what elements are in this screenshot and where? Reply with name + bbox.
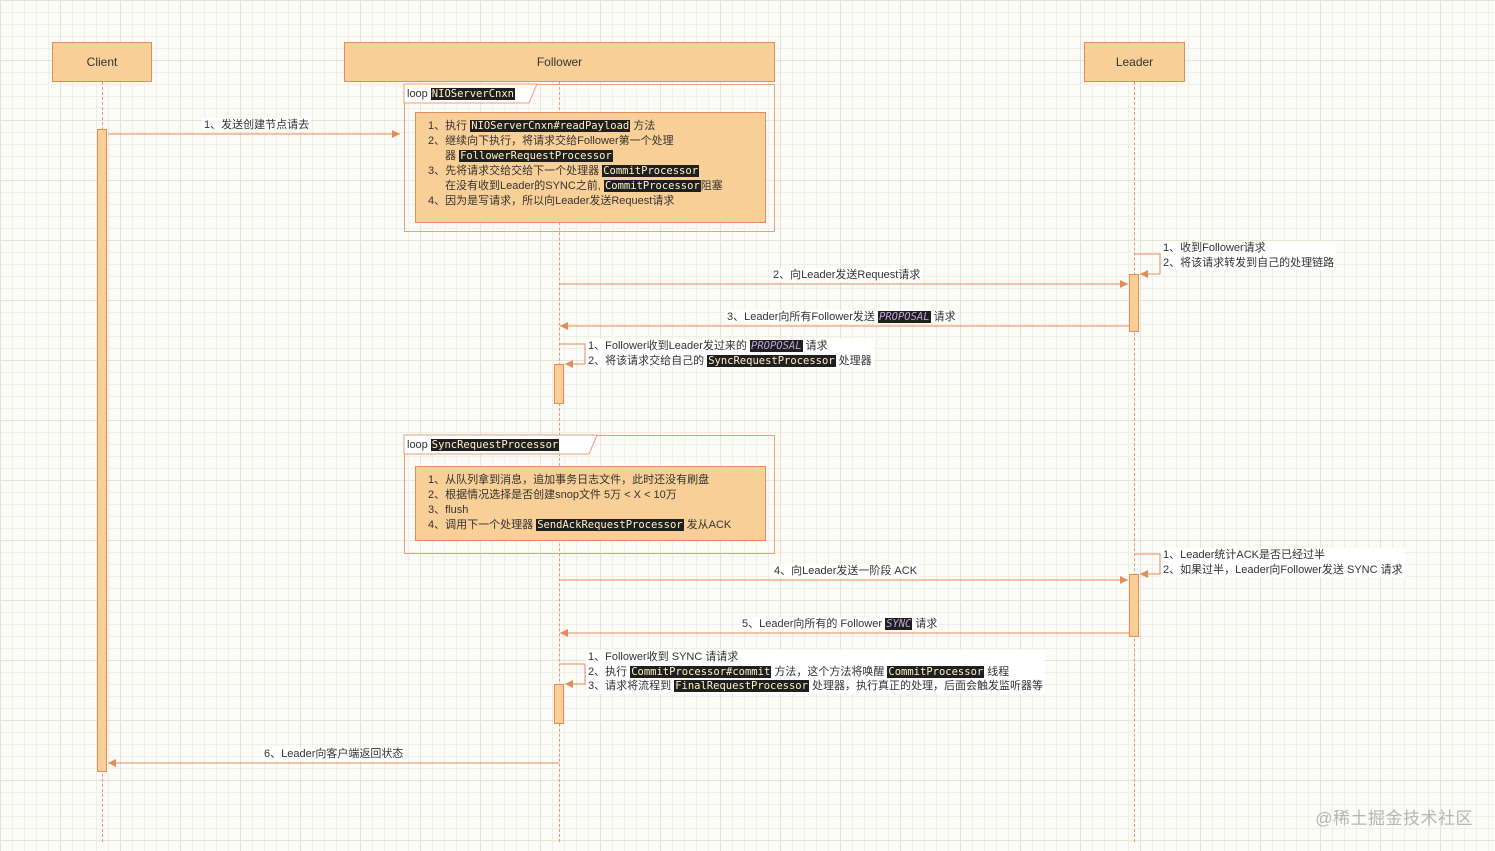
loop-keyword: loop <box>407 87 428 100</box>
text: 5、Leader向所有的 Follower <box>742 618 886 630</box>
loop-name: NIOServerCnxn <box>430 87 515 100</box>
code-span: CommitProcessor <box>603 180 701 192</box>
code-span: CommitProcessor#commit <box>630 665 772 678</box>
note-line: 器 FollowerRequestProcessor <box>428 149 765 164</box>
leader-lifeline <box>1134 82 1135 842</box>
message-label-m4: 4、向Leader发送一阶段 ACK <box>772 564 920 578</box>
code-span: FollowerRequestProcessor <box>459 150 613 162</box>
code-span: NIOServerCnxn#readPayload <box>470 120 631 132</box>
leader-activation-1 <box>1129 274 1139 332</box>
participant-client[interactable]: Client <box>52 42 152 82</box>
note-line: 在没有收到Leader的SYNC之前, CommitProcessor阻塞 <box>428 179 765 194</box>
note-line: 2、根据情况选择是否创建snop文件 5万 < X < 10万 <box>428 489 677 501</box>
code-span: PROPOSAL <box>878 311 931 323</box>
code-span: SYNC <box>885 618 913 630</box>
text: 1、Leader统计ACK是否已经过半 <box>1163 549 1325 561</box>
loop-tab: loop SyncRequestProcessor <box>403 434 598 455</box>
text: 在没有收到Leader的SYNC之前, <box>445 180 604 192</box>
text: 1、收到Follower请求 <box>1163 242 1266 254</box>
text: 2、将该请求交给自己的 SyncRequestProcessor 处理器 <box>588 354 872 369</box>
note-line: 4、调用下一个处理器 SendAckRequestProcessor 发从ACK <box>428 518 765 533</box>
text: 处理器 <box>835 354 872 367</box>
note-line: 2、继续向下执行，将请求交给Follower第一个处理 <box>428 135 674 147</box>
follower-lifeline <box>559 82 560 842</box>
self-note-leader-1: 1、收到Follower请求 2、将该请求转发到自己的处理链路 <box>1161 241 1337 270</box>
code-span: PROPOSAL <box>750 340 803 352</box>
loop-syncrequestprocessor[interactable]: loop SyncRequestProcessor 1、从队列拿到消息，追加事务… <box>403 434 775 554</box>
text: 请求 <box>930 311 956 323</box>
arrow-follower-self-1 <box>560 343 586 368</box>
note-line: 3、先将请求交给交给下一个处理器 CommitProcessor <box>428 164 765 179</box>
text: 2、执行 CommitProcessor#commit 方法，这个方法将唤醒 C… <box>588 665 1043 680</box>
loop-keyword: loop <box>407 438 428 451</box>
text: 1、Follower收到Leader发过来的 PROPOSAL 请求 <box>588 339 872 354</box>
text: 2、将该请求转发到自己的处理链路 <box>1163 256 1335 269</box>
code-span: SendAckRequestProcessor <box>536 519 684 531</box>
text: 1、执行 <box>428 120 471 132</box>
note-line: 1、执行 NIOServerCnxn#readPayload 方法 <box>428 119 765 134</box>
participant-leader[interactable]: Leader <box>1084 42 1185 82</box>
text: 3、请求将流程到 FinalRequestProcessor 处理器，执行真正的… <box>588 679 1043 694</box>
text: 2、将该请求交给自己的 <box>588 354 708 367</box>
message-label-m2: 2、向Leader发送Request请求 <box>771 268 923 282</box>
note-line: 3、flush <box>428 504 469 516</box>
message-label-m5: 5、Leader向所有的 Follower SYNC 请求 <box>740 617 940 631</box>
text: 器 <box>445 150 460 162</box>
arrow-leader-self-1 <box>1135 253 1161 278</box>
follower-activation-2 <box>554 684 564 724</box>
note-line: 4、因为是写请求，所以向Leader发送Request请求 <box>428 195 675 207</box>
text: 1、Follower收到Leader发过来的 <box>588 340 750 352</box>
text: 2、如果过半，Leader向Follower发送 SYNC 请求 <box>1163 563 1403 576</box>
note-sync-processing[interactable]: 1、从队列拿到消息，追加事务日志文件，此时还没有刷盘 2、根据情况选择是否创建s… <box>415 466 766 541</box>
self-note-follower-1: 1、Follower收到Leader发过来的 PROPOSAL 请求 2、将该请… <box>586 339 874 368</box>
text: 请求 <box>912 618 938 630</box>
loop-nioservercnxn[interactable]: loop NIOServerCnxn 1、执行 NIOServerCnxn#re… <box>403 83 775 232</box>
arrow-leader-self-2 <box>1135 553 1161 578</box>
loop-name: SyncRequestProcessor <box>430 438 560 451</box>
participant-follower[interactable]: Follower <box>344 42 775 82</box>
note-follower-processing[interactable]: 1、执行 NIOServerCnxn#readPayload 方法 2、继续向下… <box>415 112 766 223</box>
message-label-m1: 1、发送创建节点请去 <box>202 118 312 132</box>
leader-activation-2 <box>1129 574 1139 637</box>
text: 4、调用下一个处理器 <box>428 519 537 531</box>
note-line: 1、从队列拿到消息，追加事务日志文件，此时还没有刷盘 <box>428 474 710 486</box>
text: 阻塞 <box>700 180 723 192</box>
text: 请求 <box>802 340 828 352</box>
code-span: CommitProcessor <box>887 665 985 678</box>
loop-tab: loop NIOServerCnxn <box>403 83 538 104</box>
self-note-leader-2: 1、Leader统计ACK是否已经过半 2、如果过半，Leader向Follow… <box>1161 548 1405 577</box>
text: 2、执行 <box>588 665 631 678</box>
text: 线程 <box>984 665 1010 678</box>
code-span: FinalRequestProcessor <box>674 680 809 692</box>
text: 方法，这个方法将唤醒 <box>771 665 888 678</box>
code-span: SyncRequestProcessor <box>707 354 836 367</box>
text: 方法 <box>630 120 656 132</box>
client-activation <box>97 129 107 772</box>
follower-activation-1 <box>554 364 564 404</box>
message-label-m3: 3、Leader向所有Follower发送 PROPOSAL 请求 <box>725 310 958 324</box>
code-span: CommitProcessor <box>602 165 700 177</box>
text: 1、Follower收到 SYNC 请请求 <box>588 651 739 663</box>
text: 处理器，执行真正的处理，后面会触发监听器等 <box>808 680 1044 692</box>
text: 3、先将请求交给交给下一个处理器 <box>428 165 603 177</box>
self-note-follower-2: 1、Follower收到 SYNC 请请求 2、执行 CommitProcess… <box>586 650 1046 694</box>
message-label-m6: 6、Leader向客户端返回状态 <box>262 747 406 761</box>
watermark: @稀土掘金技术社区 <box>1315 809 1473 828</box>
text: 3、Leader向所有Follower发送 <box>727 311 878 323</box>
arrow-follower-self-2 <box>560 663 586 688</box>
text: 3、请求将流程到 <box>588 680 675 692</box>
text: 发从ACK <box>683 519 732 531</box>
